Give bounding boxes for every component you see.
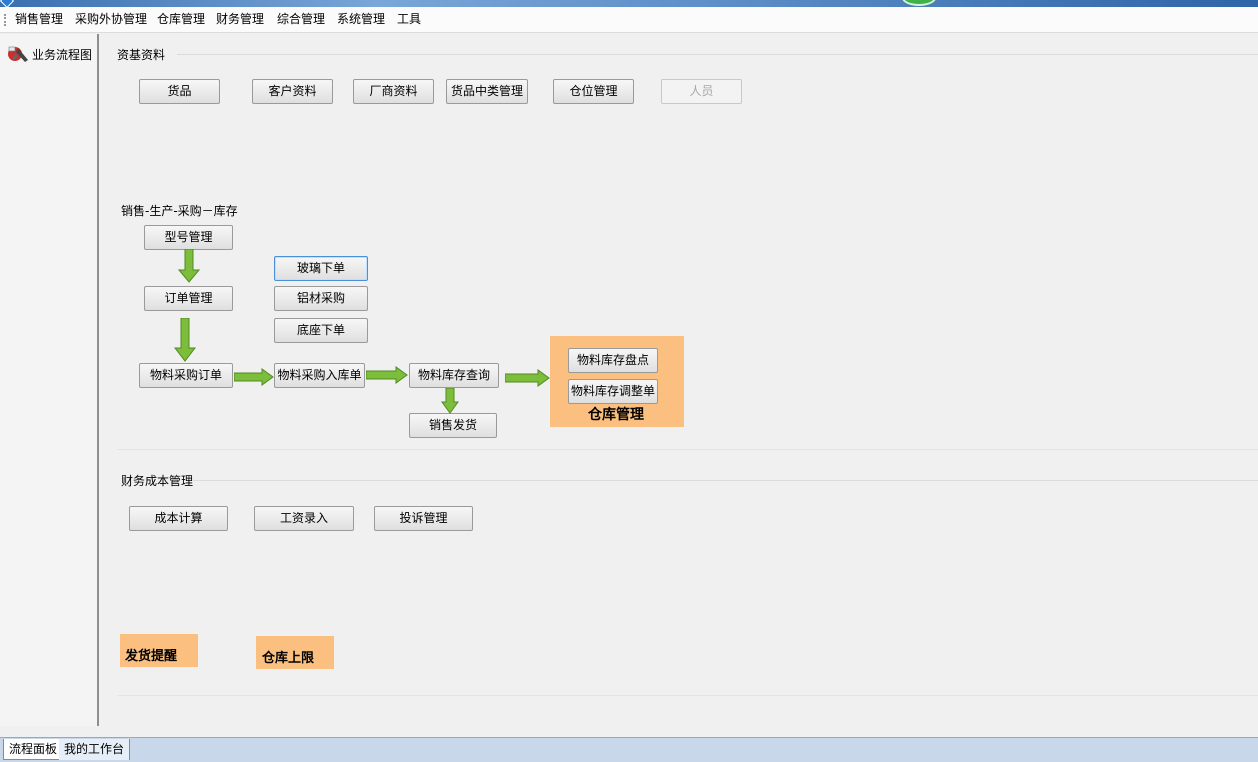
- stocktake-button[interactable]: 物料库存盘点: [568, 348, 658, 373]
- sales-shipment-button[interactable]: 销售发货: [409, 413, 497, 438]
- warehouse-limit-label: 仓库上限: [262, 651, 315, 666]
- cost-calc-button[interactable]: 成本计算: [129, 506, 228, 531]
- complaint-mgmt-button[interactable]: 投诉管理: [374, 506, 473, 531]
- section-divider: [193, 480, 1258, 481]
- nav-flow-chart-label: 业务流程图: [32, 47, 93, 62]
- vendor-data-button[interactable]: 厂商资料: [353, 79, 434, 104]
- app-icon: [0, 0, 15, 7]
- section-divider: [177, 54, 1258, 55]
- glass-order-button[interactable]: 玻璃下单: [274, 256, 368, 281]
- arrow-down-icon: [178, 249, 200, 283]
- bottom-tab-bar: 流程面板 我的工作台: [0, 737, 1258, 762]
- order-mgmt-button[interactable]: 订单管理: [144, 286, 233, 311]
- window-titlebar: [0, 0, 1258, 7]
- menu-finance[interactable]: 财务管理: [216, 12, 265, 26]
- menu-bar: 销售管理 采购外协管理 仓库管理 财务管理 综合管理 系统管理 工具: [0, 7, 1258, 33]
- finance-panel-divider: [117, 695, 1258, 696]
- stock-adjustment-button[interactable]: 物料库存调整单: [568, 379, 658, 404]
- menu-tools[interactable]: 工具: [397, 12, 422, 26]
- shipment-reminder-panel[interactable]: [120, 634, 198, 667]
- base-order-button[interactable]: 底座下单: [274, 318, 368, 343]
- material-purchase-order-button[interactable]: 物料采购订单: [139, 363, 233, 388]
- arrow-right-icon: [234, 368, 274, 386]
- section-finance-title: 财务成本管理: [121, 474, 194, 488]
- tab-flow-panel[interactable]: 流程面板: [3, 739, 64, 760]
- menu-system[interactable]: 系统管理: [337, 12, 386, 26]
- flow-chart-icon: [8, 46, 28, 62]
- inventory-query-button[interactable]: 物料库存查询: [409, 363, 499, 388]
- model-mgmt-button[interactable]: 型号管理: [144, 225, 233, 250]
- customer-data-button[interactable]: 客户资料: [252, 79, 333, 104]
- goods-category-button[interactable]: 货品中类管理: [446, 79, 528, 104]
- goods-button[interactable]: 货品: [139, 79, 220, 104]
- shipment-reminder-label: 发货提醒: [125, 649, 178, 664]
- left-panel: 业务流程图: [0, 34, 99, 726]
- status-orb-icon: [902, 0, 936, 6]
- section-flow-title: 销售-生产-采购－库存: [121, 204, 238, 218]
- menu-purchase[interactable]: 采购外协管理: [75, 12, 148, 26]
- menu-grip-icon: [4, 14, 6, 26]
- arrow-right-icon: [366, 366, 408, 384]
- material-inbound-button[interactable]: 物料采购入库单: [274, 363, 365, 388]
- menu-general[interactable]: 综合管理: [277, 12, 326, 26]
- section-basic-data-title: 资基资料: [117, 48, 166, 62]
- storage-location-button[interactable]: 仓位管理: [553, 79, 634, 104]
- main-content: 资基资料 货品 客户资料 厂商资料 货品中类管理 仓位管理 人员 销售-生产-采…: [101, 34, 1258, 726]
- warehouse-mgmt-label: 仓库管理: [588, 407, 644, 423]
- warehouse-limit-panel[interactable]: [256, 636, 334, 669]
- staff-button: 人员: [661, 79, 742, 104]
- aluminum-purchase-button[interactable]: 铝材采购: [274, 286, 368, 311]
- menu-warehouse[interactable]: 仓库管理: [157, 12, 206, 26]
- arrow-down-icon: [441, 388, 459, 414]
- tab-my-workbench[interactable]: 我的工作台: [59, 739, 131, 760]
- nav-flow-chart[interactable]: 业务流程图: [6, 44, 92, 64]
- arrow-down-icon: [174, 318, 196, 362]
- salary-entry-button[interactable]: 工资录入: [254, 506, 354, 531]
- flow-panel-divider: [117, 449, 1258, 450]
- arrow-right-icon: [505, 369, 550, 387]
- menu-sales[interactable]: 销售管理: [15, 12, 64, 26]
